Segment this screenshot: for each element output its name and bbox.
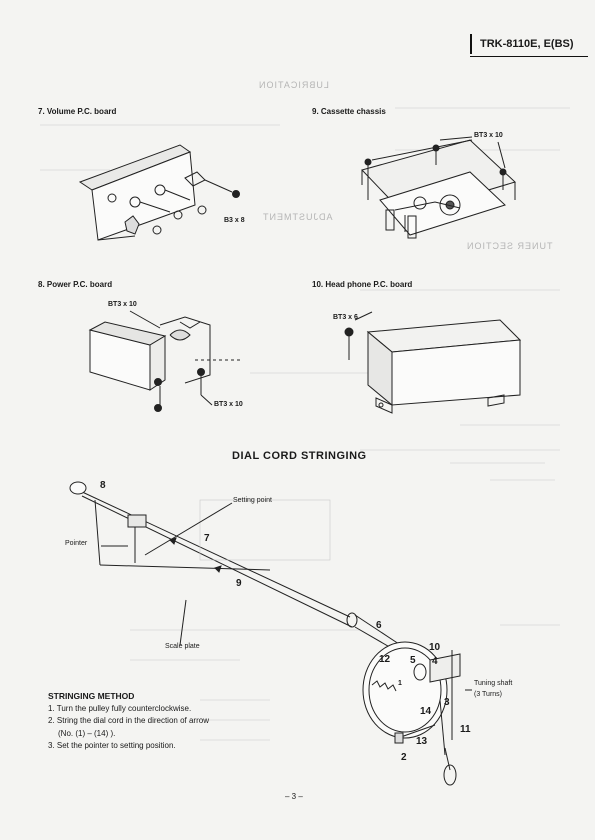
pointer-label: Pointer (65, 540, 88, 547)
cord-number-9: 9 (236, 578, 242, 589)
ghost-lines (40, 107, 570, 741)
cord-number-7: 7 (204, 533, 210, 544)
power-screw-bottom-label: BT3 x 10 (214, 401, 243, 408)
stringing-step-2-cont: (No. (1) – (14) ). (58, 728, 116, 738)
power-screw-top-label: BT3 x 10 (108, 301, 137, 308)
cord-number-8: 8 (100, 480, 106, 491)
headphone-board-title: 10. Head phone P.C. board (312, 280, 413, 289)
stringing-step-2: 2. String the dial cord in the direction… (48, 716, 209, 725)
cord-number-5: 5 (410, 655, 416, 666)
volume-screw-label: B3 x 8 (224, 217, 245, 224)
cord-number-12: 12 (379, 654, 391, 665)
stringing-method: STRINGING METHOD 1. Turn the pulley full… (48, 690, 209, 753)
cord-number-14: 14 (420, 706, 432, 717)
cassette-screw-label: BT3 x 10 (474, 132, 503, 139)
header-rule (470, 56, 588, 57)
setting-point-label: Setting point (233, 497, 272, 504)
cord-number-2: 2 (401, 752, 407, 763)
cord-number-10: 10 (429, 642, 441, 653)
page-number: – 3 – (285, 792, 303, 801)
tuning-shaft-label: Tuning shaft (474, 680, 513, 687)
stringing-method-title: STRINGING METHOD (48, 691, 135, 701)
scale-plate-label: Scale plate (165, 643, 200, 650)
dial-cord-drawing (69, 481, 472, 786)
volume-board-drawing (78, 144, 240, 241)
model-number: TRK-8110E, E(BS) (470, 34, 574, 54)
headphone-board-drawing (344, 311, 522, 414)
cassette-chassis-title: 9. Cassette chassis (312, 107, 386, 116)
dial-cord-title: DIAL CORD STRINGING (232, 450, 367, 462)
cord-number-3: 3 (444, 697, 450, 708)
cassette-chassis-drawing (361, 136, 516, 239)
cord-number-11: 11 (460, 724, 471, 735)
stringing-step-3: 3. Set the pointer to setting position. (48, 741, 176, 750)
cord-number-4: 4 (432, 656, 438, 667)
volume-board-title: 7. Volume P.C. board (38, 107, 117, 116)
cord-number-1: 1 (398, 680, 402, 687)
cord-number-13: 13 (416, 736, 428, 747)
power-board-drawing (88, 310, 240, 412)
tuning-turns-label: (3 Turns) (474, 691, 503, 698)
cord-number-6: 6 (376, 620, 382, 631)
headphone-screw-label: BT3 x 6 (333, 314, 358, 321)
stringing-step-1: 1. Turn the pulley fully counterclockwis… (48, 703, 192, 713)
power-board-title: 8. Power P.C. board (38, 280, 113, 289)
